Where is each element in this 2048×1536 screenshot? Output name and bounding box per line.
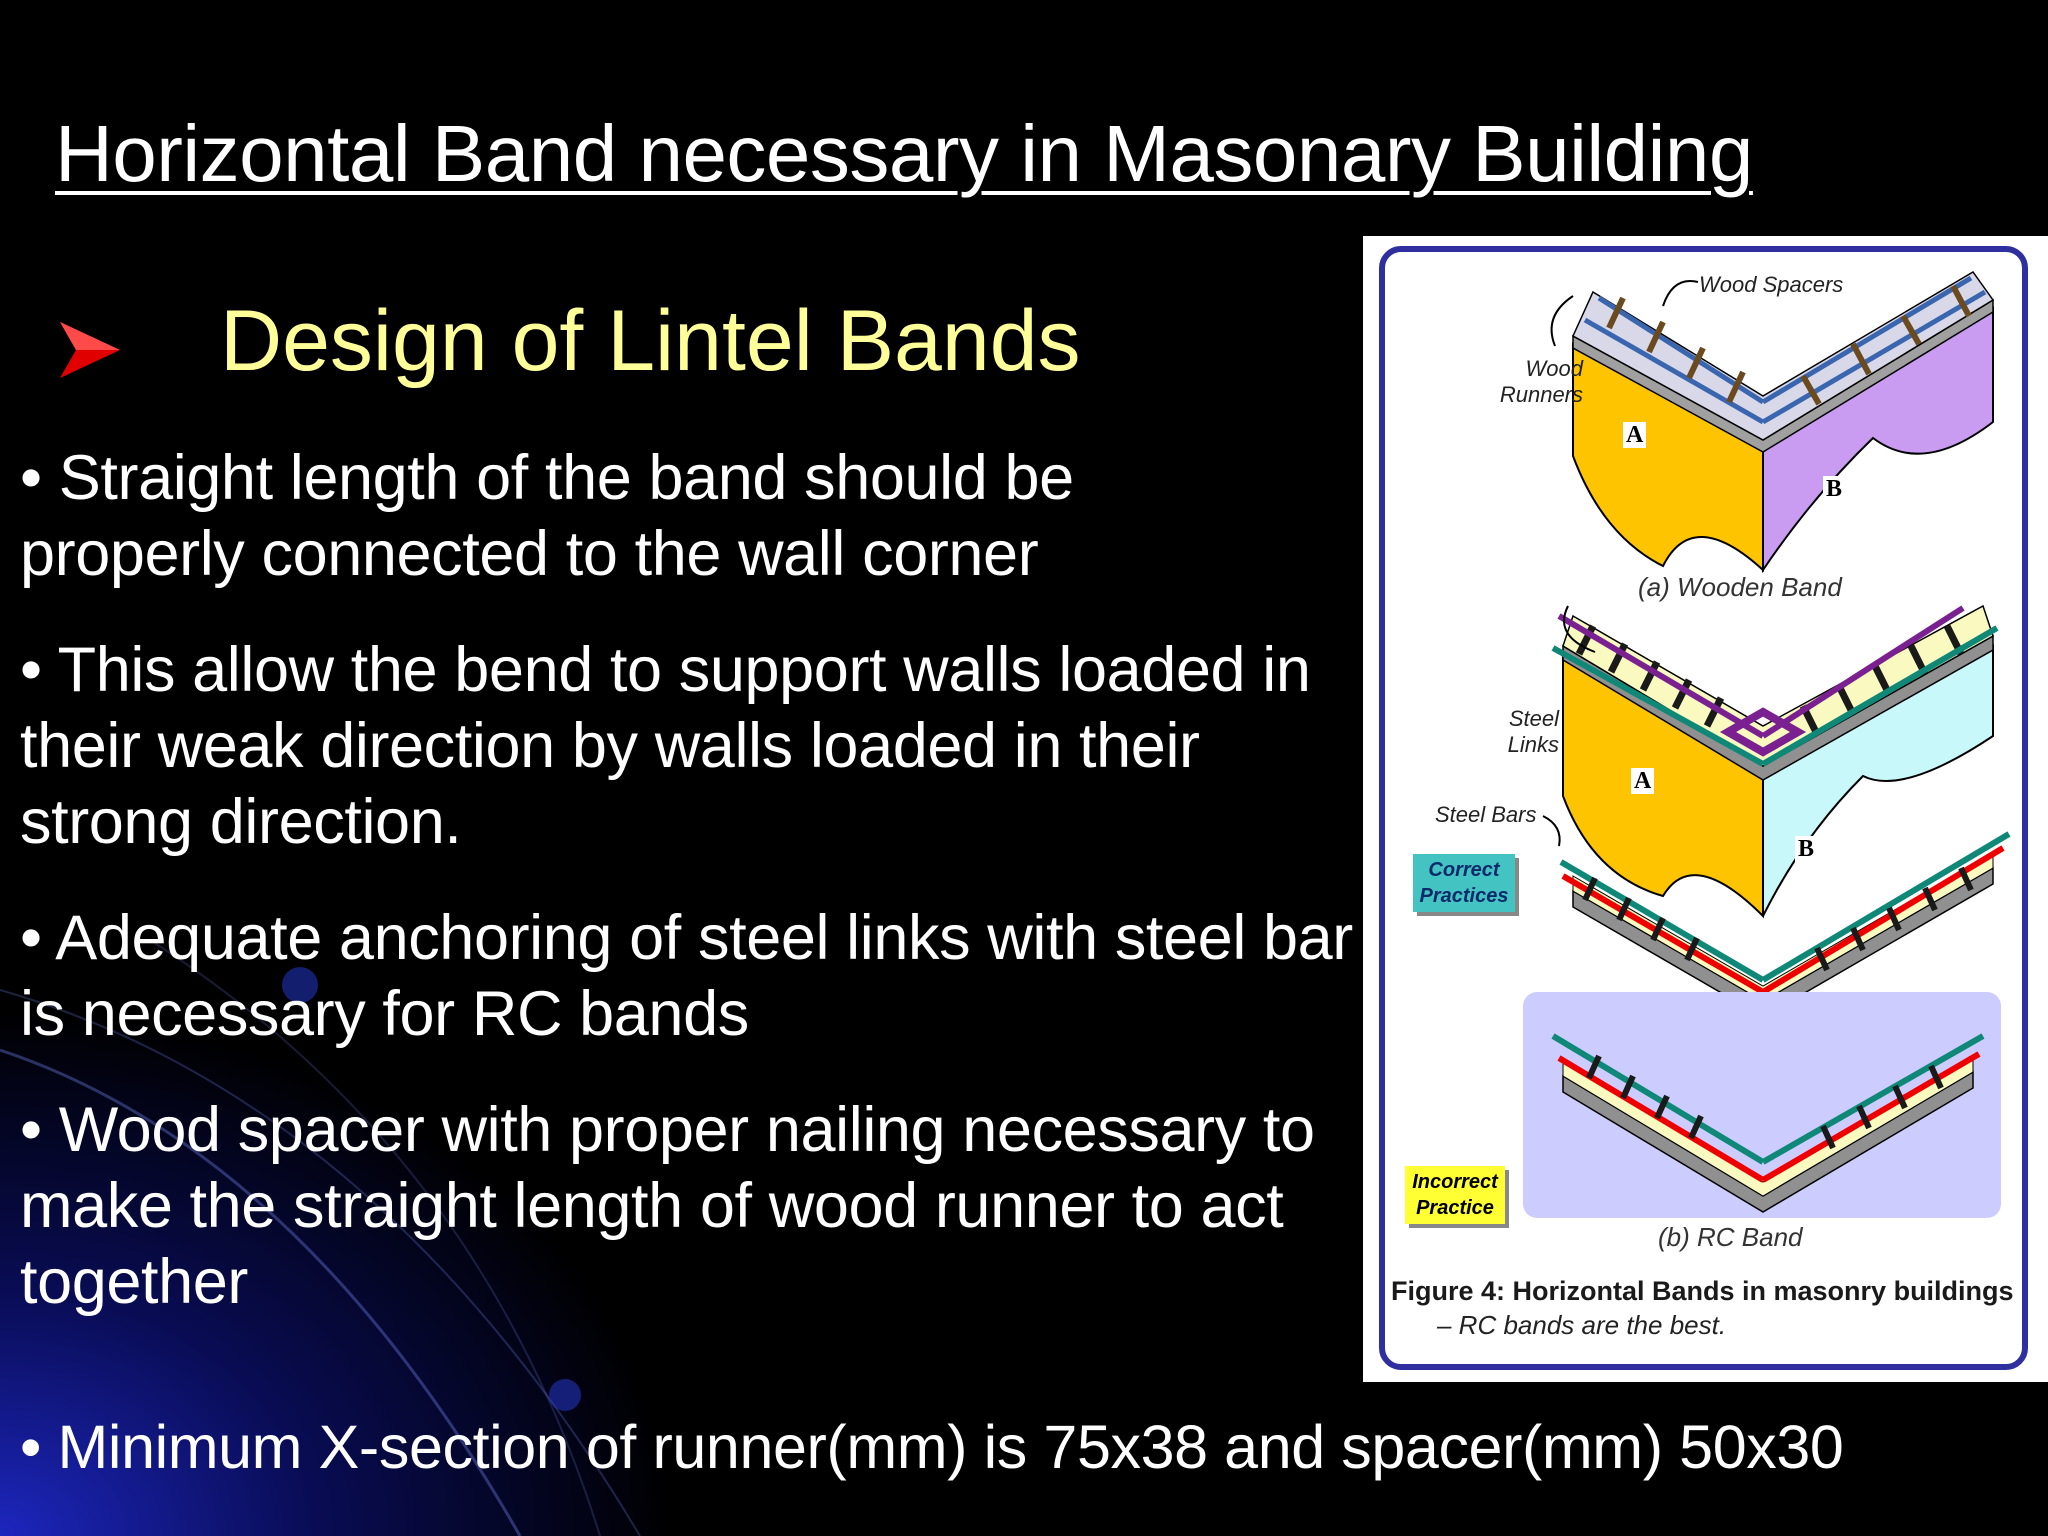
bullet-item: • Wood spacer with proper nailing necess… [20, 1095, 1315, 1317]
tag-incorrect-practice: Incorrect Practice [1405, 1166, 1505, 1224]
subheading-text: Design of Lintel Bands [220, 293, 1081, 389]
subheading: Design of Lintel Bands [60, 292, 1160, 402]
slide-title: Horizontal Band necessary in Masonary Bu… [55, 109, 1753, 198]
label-wood-spacers: Wood Spacers [1699, 272, 1844, 297]
label-wall-b2: B [1795, 836, 1818, 862]
tag-correct-practices: Correct Practices [1413, 854, 1515, 912]
bullet-list: • Straight length of the band should be … [20, 440, 1370, 1360]
label-steel-links-1: Steel [1508, 706, 1559, 731]
figure-caption-sub: – RC bands are the best. [1437, 1310, 1727, 1340]
rc-bars-drawing [1559, 831, 2011, 1018]
label-steel-links-2: Links [1507, 732, 1559, 757]
wooden-band-drawing [1550, 271, 1995, 574]
label-wall-a: A [1623, 422, 1647, 448]
bullet-item: • Straight length of the band should be … [20, 443, 1074, 589]
label-wood-runners-1: Wood [1525, 356, 1583, 381]
bottom-bullet: • Minimum X-section of runner(mm) is 75x… [20, 1413, 1844, 1481]
rc-band-correct-drawing [1542, 604, 1999, 919]
red-arrow-icon [60, 322, 120, 378]
caption-rc-band: (b) RC Band [1658, 1222, 1803, 1252]
bullet-item: • This allow the bend to support walls l… [20, 635, 1311, 857]
figure-caption: Figure 4: Horizontal Bands in masonry bu… [1391, 1276, 2014, 1306]
label-wall-b: B [1823, 476, 1846, 502]
label-steel-bars: Steel Bars [1435, 802, 1537, 827]
label-wall-a2: A [1631, 768, 1655, 794]
caption-wooden-band: (a) Wooden Band [1638, 572, 1842, 602]
bullet-item: • Adequate anchoring of steel links with… [20, 903, 1353, 1049]
label-wood-runners-2: Runners [1499, 382, 1583, 407]
band-illustration [1523, 271, 2011, 1218]
rc-band-incorrect-drawing [1523, 992, 2001, 1218]
horizontal-bands-figure: Wood Spacers Wood Runners A B (a) Wooden… [1363, 236, 2048, 1382]
